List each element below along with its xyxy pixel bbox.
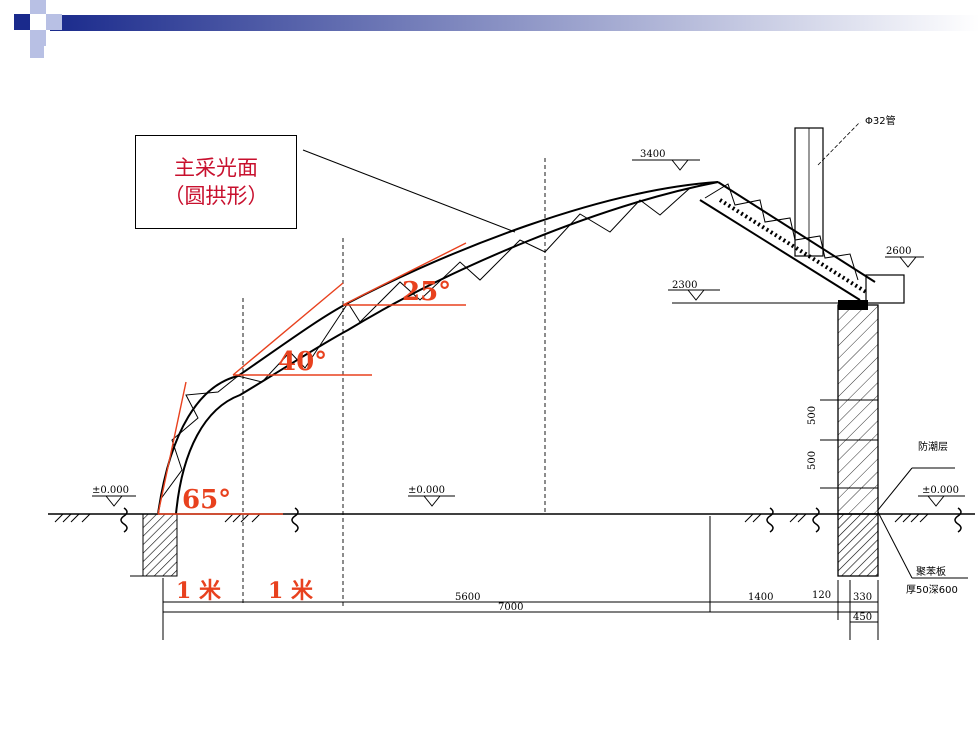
banner-square-1 [14,14,30,30]
board-thickness-label: 厚50深600 [906,584,958,596]
pipe-label: Φ32管 [865,114,896,127]
dimension-lines [162,467,968,640]
callout-box: 主采光面 （圆拱形） [135,135,297,229]
dim-1400: 1400 [748,592,773,603]
dim-450: 450 [853,612,872,623]
damp-proof-label: 防潮层 [918,440,948,453]
beam-block [838,300,868,310]
callout-leader [302,149,516,233]
angle-65-label: 65° [182,485,231,515]
wall-ties [820,399,878,489]
banner-bar [50,15,980,31]
ground-level-mid: ±0.000 [408,485,445,496]
dim-120: 120 [812,590,831,601]
spacing-label-left: 1 米 [176,578,222,604]
wall-top-level: 2600 [886,246,911,257]
banner-square-2 [30,0,46,14]
banner-square-5 [30,46,44,58]
wall-height-upper: 500 [807,406,818,425]
angle-25-label: 25° [402,277,451,307]
ridge-level: 3400 [640,149,665,160]
back-foundation [837,513,879,577]
arch-truss [157,181,719,515]
front-foundation [142,513,178,577]
ground-level-left: ±0.000 [92,485,129,496]
dim-5600: 5600 [455,592,480,603]
wall-height-lower: 500 [807,451,818,470]
angle-lines [157,242,467,515]
callout-line-1: 主采光面 [174,156,258,180]
dashed-guides [242,158,546,606]
back-roof-truss [699,181,876,301]
callout-line-2: （圆拱形） [163,184,269,208]
ground-hatch-marks [54,513,929,523]
level-markers [92,159,965,507]
title-banner [14,0,980,58]
beam-level: 2300 [672,280,697,291]
banner-square-3 [46,14,62,30]
ground-level-right: ±0.000 [922,485,959,496]
spacing-label-right: 1 米 [268,578,314,604]
board-label: 聚苯板 [916,565,946,578]
back-wall [837,304,879,515]
dim-330: 330 [853,592,872,603]
banner-square-4 [30,30,46,46]
soil-symbols [120,507,962,533]
dim-7000: 7000 [498,602,523,613]
angle-40-label: 40° [278,347,327,377]
